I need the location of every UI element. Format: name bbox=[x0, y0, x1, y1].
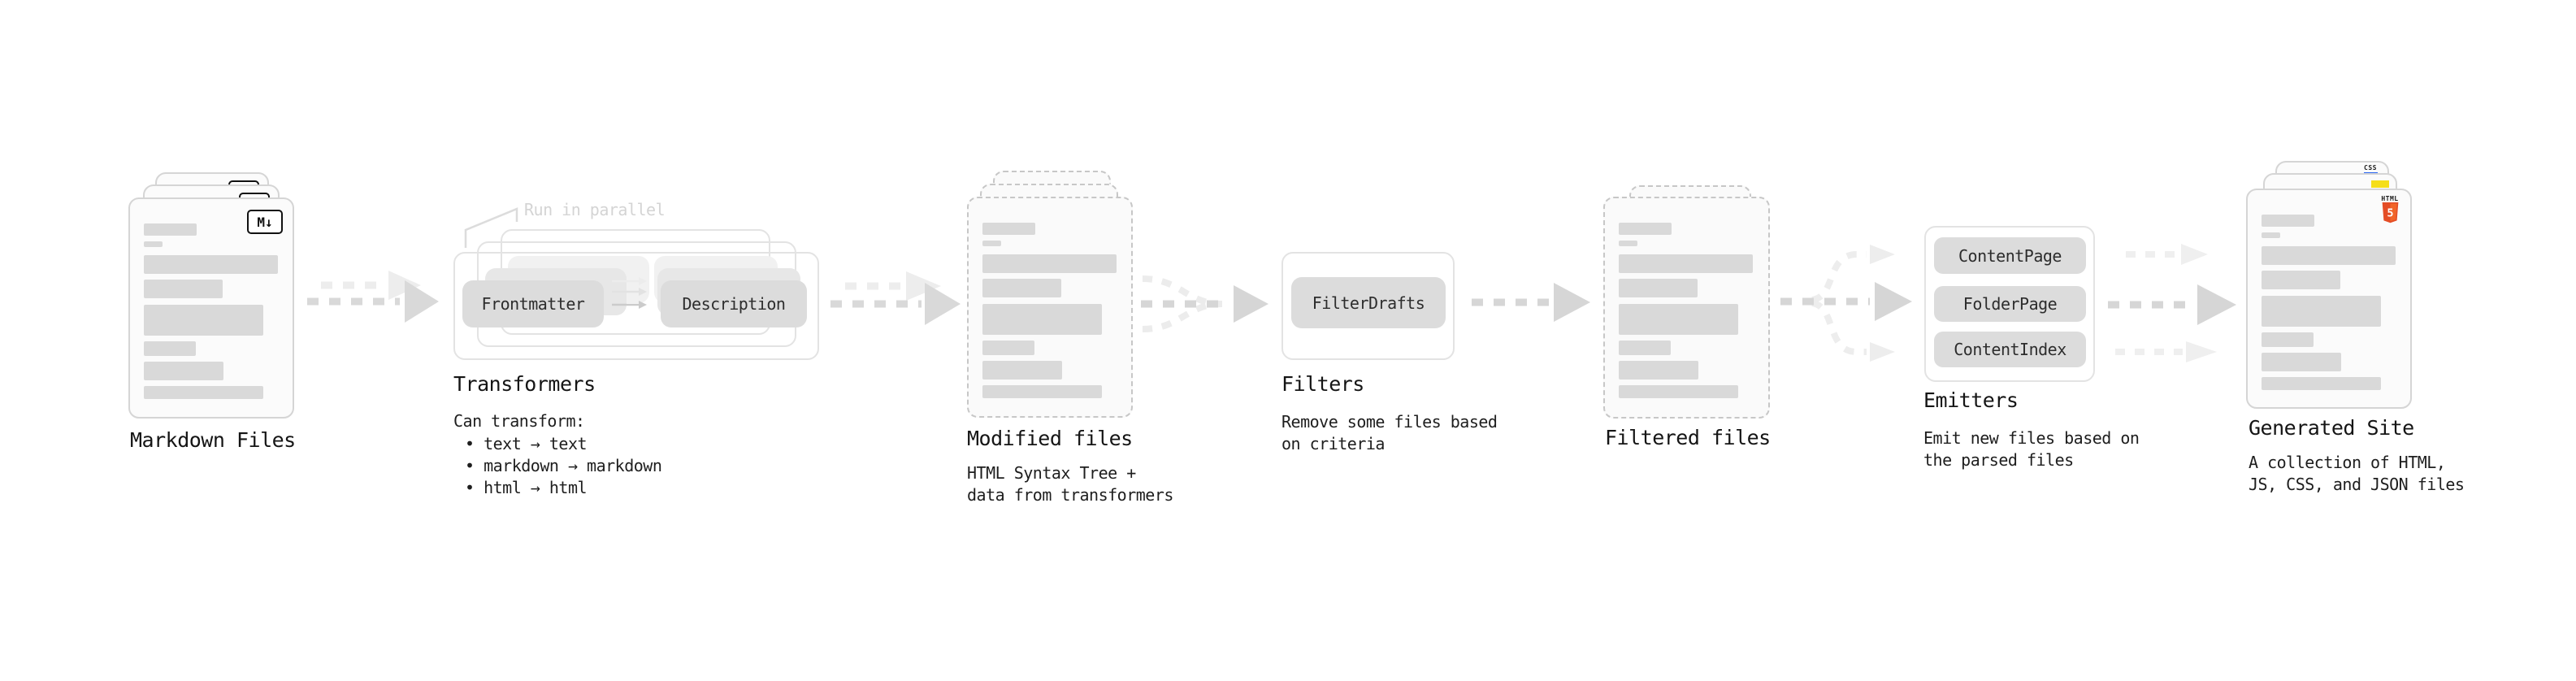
markdown-files-label: Markdown Files bbox=[130, 428, 296, 452]
filters-label: Filters bbox=[1281, 372, 1364, 396]
emitters-caption: the parsed files bbox=[1923, 450, 2074, 470]
text-line-placeholder bbox=[982, 340, 1034, 355]
text-line-placeholder bbox=[2262, 296, 2381, 327]
transformers-bullet: • markdown → markdown bbox=[465, 456, 662, 475]
flow-arrow-filters-to-filtered bbox=[1472, 283, 1590, 322]
markdown-file-card: M↓ bbox=[128, 197, 294, 419]
html5-shield: 5 bbox=[2382, 202, 2398, 223]
run-in-parallel-note: Run in parallel bbox=[524, 200, 666, 219]
text-line-placeholder bbox=[144, 386, 263, 399]
text-line-placeholder bbox=[144, 255, 278, 274]
filtered-files-label: Filtered files bbox=[1605, 426, 1771, 449]
frontmatter-chip: Frontmatter bbox=[462, 280, 604, 327]
text-line-placeholder bbox=[1619, 361, 1698, 380]
modified-files-label: Modified files bbox=[967, 427, 1133, 450]
text-line-placeholder bbox=[144, 341, 196, 356]
text-line-placeholder bbox=[144, 223, 197, 236]
text-line-placeholder bbox=[982, 223, 1035, 235]
transformers-box bbox=[453, 252, 819, 360]
html5-digit: 5 bbox=[2387, 207, 2393, 220]
text-line-placeholder bbox=[2262, 332, 2314, 347]
text-line-placeholder bbox=[982, 361, 1062, 380]
transform-step-arrows-icon bbox=[612, 277, 647, 309]
description-chip: Description bbox=[661, 280, 807, 327]
text-line-placeholder bbox=[144, 280, 223, 298]
text-line-placeholder bbox=[144, 241, 163, 247]
text-line-placeholder bbox=[144, 305, 263, 336]
html5-icon-label: HTML bbox=[2381, 195, 2399, 202]
text-line-placeholder bbox=[1619, 223, 1672, 235]
modified-file-card bbox=[967, 197, 1133, 418]
parallel-note-leader-line bbox=[464, 207, 518, 248]
transformers-bullet: • text → text bbox=[465, 434, 588, 453]
text-line-placeholder bbox=[2262, 353, 2341, 371]
css-icon-label: CSS bbox=[2364, 164, 2377, 171]
markdown-icon: M↓ bbox=[247, 210, 283, 234]
text-line-placeholder bbox=[1619, 279, 1698, 297]
text-line-placeholder bbox=[1619, 385, 1738, 398]
text-line-placeholder bbox=[982, 254, 1117, 273]
emitters-label: Emitters bbox=[1923, 388, 2019, 412]
flow-arrow-emitters-to-generated bbox=[2108, 244, 2236, 362]
text-line-placeholder bbox=[1619, 241, 1637, 246]
modified-files-caption: HTML Syntax Tree + bbox=[967, 463, 1136, 483]
modified-files-caption: data from transformers bbox=[967, 485, 1173, 505]
text-line-placeholder bbox=[144, 362, 223, 380]
flow-arrow-modified-to-filters bbox=[1141, 275, 1268, 332]
text-line-placeholder bbox=[1619, 304, 1738, 335]
text-line-placeholder bbox=[1619, 340, 1671, 355]
content-index-chip: ContentIndex bbox=[1934, 332, 2086, 367]
text-line-placeholder bbox=[982, 241, 1001, 246]
text-line-placeholder bbox=[2262, 232, 2280, 238]
html5-icon: HTML 5 bbox=[2380, 195, 2400, 224]
folder-page-chip: FolderPage bbox=[1934, 286, 2086, 322]
flow-arrow-markdown-to-transformers bbox=[307, 271, 439, 323]
filters-caption: Remove some files based bbox=[1281, 412, 1498, 432]
flow-arrow-filtered-to-emitters bbox=[1780, 245, 1912, 362]
text-line-placeholder bbox=[2262, 271, 2340, 289]
text-line-placeholder bbox=[2262, 377, 2381, 390]
text-line-placeholder bbox=[2262, 215, 2314, 227]
generated-site-label: Generated Site bbox=[2249, 416, 2414, 440]
filters-caption: on criteria bbox=[1281, 434, 1385, 453]
text-line-placeholder bbox=[982, 279, 1061, 297]
transformers-caption-title: Can transform: bbox=[453, 411, 585, 431]
markdown-icon-glyph: M↓ bbox=[257, 214, 273, 230]
transformers-bullet: • html → html bbox=[465, 478, 588, 497]
js-icon bbox=[2371, 180, 2389, 188]
flow-arrow-transformers-to-modified bbox=[830, 271, 961, 325]
filtered-file-card bbox=[1603, 197, 1770, 419]
text-line-placeholder bbox=[1619, 254, 1753, 273]
content-page-chip: ContentPage bbox=[1934, 237, 2086, 274]
emitters-caption: Emit new files based on bbox=[1923, 428, 2140, 448]
text-line-placeholder bbox=[982, 385, 1102, 398]
generated-file-card: HTML 5 bbox=[2246, 189, 2412, 409]
text-line-placeholder bbox=[982, 304, 1102, 335]
text-line-placeholder bbox=[2262, 246, 2396, 265]
transformers-label: Transformers bbox=[453, 372, 596, 396]
generated-site-caption: A collection of HTML, bbox=[2249, 453, 2446, 472]
generated-site-caption: JS, CSS, and JSON files bbox=[2249, 475, 2465, 494]
filter-drafts-chip: FilterDrafts bbox=[1291, 277, 1446, 328]
